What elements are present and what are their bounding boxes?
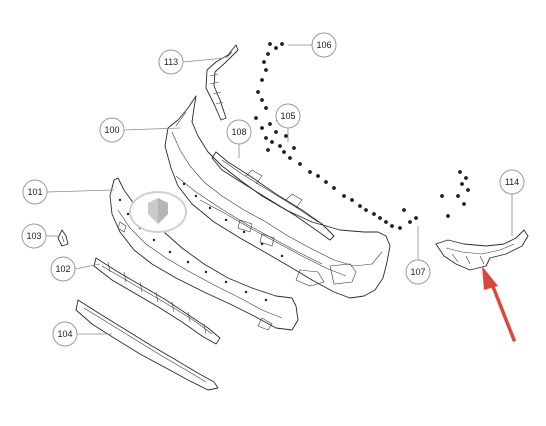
clip-mark bbox=[224, 218, 228, 222]
clip-mark bbox=[194, 194, 198, 198]
fastener-dot bbox=[384, 220, 388, 224]
fastener-dot bbox=[268, 122, 272, 126]
svg-text:101: 101 bbox=[27, 187, 42, 197]
fastener-dot bbox=[282, 150, 286, 154]
fasteners bbox=[118, 42, 470, 302]
callout-106: 106 bbox=[311, 32, 337, 58]
fastener-dot bbox=[460, 182, 464, 186]
fastener-dot bbox=[260, 126, 264, 130]
shield-logo-icon bbox=[129, 191, 187, 233]
clip-mark bbox=[264, 298, 268, 302]
fastener-dot bbox=[462, 202, 466, 206]
svg-text:106: 106 bbox=[316, 40, 331, 50]
callout-100: 100 bbox=[99, 117, 125, 143]
red-arrow-icon bbox=[482, 266, 516, 342]
clip-mark bbox=[242, 230, 246, 234]
clip-mark bbox=[168, 250, 172, 254]
callout-104: 104 bbox=[52, 321, 78, 347]
clip-mark bbox=[260, 242, 264, 246]
clip-mark bbox=[204, 270, 208, 274]
fastener-dot bbox=[324, 180, 328, 184]
leader-lines bbox=[46, 44, 513, 335]
clip-mark bbox=[186, 260, 190, 264]
fastener-dot bbox=[342, 194, 346, 198]
fastener-dot bbox=[458, 170, 462, 174]
fastener-dot bbox=[292, 146, 296, 150]
fastener-dot bbox=[398, 226, 402, 230]
fastener-dot bbox=[332, 186, 336, 190]
fastener-dot bbox=[308, 170, 312, 174]
callout-101: 101 bbox=[22, 179, 48, 205]
fastener-dot bbox=[274, 130, 278, 134]
callout-103: 103 bbox=[21, 223, 47, 249]
fastener-dot bbox=[364, 208, 368, 212]
fastener-dot bbox=[284, 134, 288, 138]
fastener-dot bbox=[260, 78, 264, 82]
svg-text:113: 113 bbox=[164, 57, 178, 67]
fastener-dot bbox=[274, 46, 278, 50]
clip-mark bbox=[244, 290, 248, 294]
fastener-dot bbox=[264, 68, 268, 72]
fastener-dot bbox=[378, 216, 382, 220]
svg-text:114: 114 bbox=[505, 177, 519, 187]
fastener-dot bbox=[260, 98, 264, 102]
fastener-dot bbox=[466, 188, 470, 192]
callout-108: 108 bbox=[226, 119, 252, 145]
svg-text:108: 108 bbox=[231, 127, 246, 137]
clip-mark bbox=[182, 182, 186, 186]
fastener-dot bbox=[268, 42, 272, 46]
fastener-dot bbox=[456, 194, 460, 198]
fastener-dot bbox=[266, 52, 270, 56]
svg-text:102: 102 bbox=[55, 264, 70, 274]
fastener-dot bbox=[446, 214, 450, 218]
fastener-dot bbox=[414, 216, 418, 220]
svg-text:104: 104 bbox=[57, 329, 72, 339]
clip-mark bbox=[152, 238, 156, 242]
clip-mark bbox=[280, 254, 284, 258]
fastener-dot bbox=[350, 198, 354, 202]
callout-114: 114 bbox=[499, 169, 525, 195]
fastener-dot bbox=[440, 194, 444, 198]
callout-102: 102 bbox=[50, 256, 76, 282]
callout-105: 105 bbox=[275, 103, 301, 129]
fastener-dot bbox=[464, 176, 468, 180]
part-100-bumper-cover bbox=[164, 95, 391, 299]
fastener-dot bbox=[298, 162, 302, 166]
clip-mark bbox=[208, 206, 212, 210]
svg-text:105: 105 bbox=[280, 111, 295, 121]
callout-107: 107 bbox=[405, 259, 431, 285]
fastener-dot bbox=[254, 116, 258, 120]
fastener-dot bbox=[256, 90, 260, 94]
part-108-grille-strip bbox=[211, 151, 335, 241]
fastener-dot bbox=[280, 42, 284, 46]
fastener-dot bbox=[278, 144, 282, 148]
fastener-dot bbox=[266, 148, 270, 152]
fastener-dot bbox=[270, 140, 274, 144]
fastener-dot bbox=[262, 60, 266, 64]
fastener-dot bbox=[408, 220, 412, 224]
fastener-dot bbox=[402, 208, 406, 212]
svg-text:107: 107 bbox=[410, 267, 425, 277]
fastener-dot bbox=[316, 174, 320, 178]
svg-text:100: 100 bbox=[104, 125, 119, 135]
fastener-dot bbox=[264, 136, 268, 140]
clip-mark bbox=[224, 280, 228, 284]
callout-113: 113 bbox=[158, 49, 184, 75]
fastener-dot bbox=[288, 156, 292, 160]
part-113-bracket bbox=[205, 44, 239, 121]
fastener-dot bbox=[372, 212, 376, 216]
part-114-side-bracket bbox=[435, 229, 529, 271]
fastener-dot bbox=[264, 106, 268, 110]
clip-mark bbox=[126, 212, 130, 216]
part-104-skid-plate bbox=[75, 299, 219, 391]
part-103-clip bbox=[57, 229, 69, 247]
part-102-lower-grille bbox=[93, 257, 221, 345]
fastener-dot bbox=[358, 204, 362, 208]
fastener-dot bbox=[390, 224, 394, 228]
clip-mark bbox=[118, 198, 122, 202]
svg-text:103: 103 bbox=[26, 231, 41, 241]
